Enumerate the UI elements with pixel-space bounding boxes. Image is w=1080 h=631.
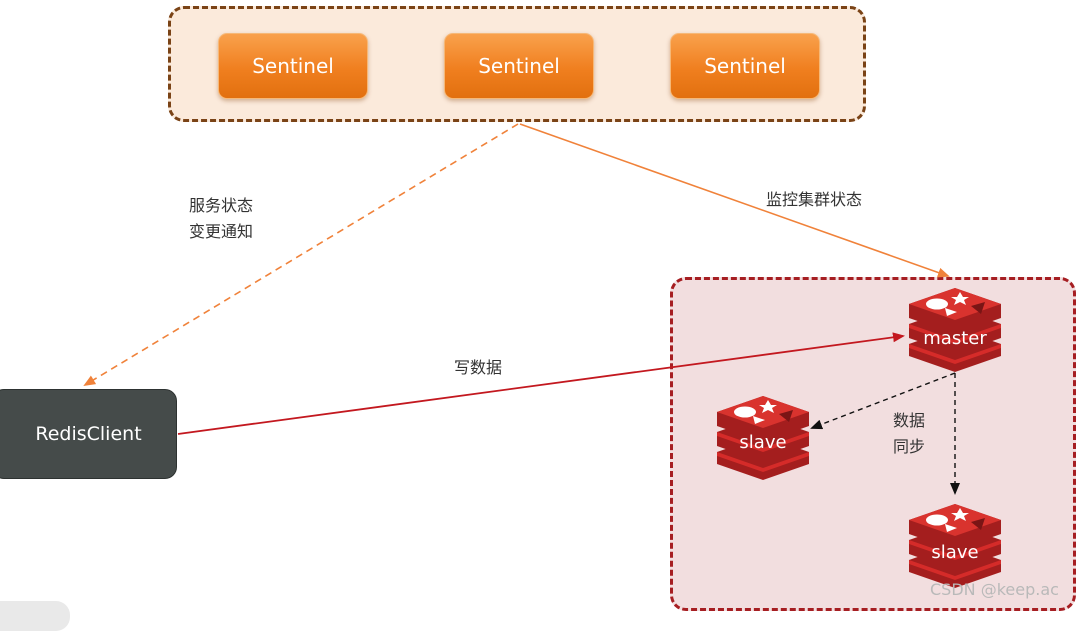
redis-slave-left-node[interactable]: slave	[713, 392, 813, 480]
redis-client-node[interactable]: RedisClient	[0, 389, 177, 479]
connector-layer	[83, 123, 960, 495]
sentinel-node-3[interactable]: Sentinel	[670, 33, 820, 99]
monitor-edge-label: 监控集群状态	[766, 190, 863, 209]
slave-bottom-label: slave	[931, 542, 979, 563]
redis-logo-icon	[717, 396, 809, 480]
watermark: CSDN @keep.ac	[930, 580, 1059, 599]
monitor-edge	[519, 123, 950, 278]
sentinel-node-2[interactable]: Sentinel	[444, 33, 594, 99]
master-label: master	[923, 328, 987, 349]
redis-client-label: RedisClient	[35, 423, 142, 445]
notify-edge-label: 服务状态 变更通知	[189, 196, 254, 241]
redis-slave-bottom-node[interactable]: slave	[905, 500, 1005, 588]
corner-tab	[0, 601, 70, 631]
redis-logo-icon	[909, 504, 1001, 588]
sync-edge-label: 数据 同步	[893, 411, 926, 456]
redis-master-node[interactable]: master	[905, 284, 1005, 372]
sentinel-cluster: Sentinel Sentinel Sentinel	[168, 6, 866, 122]
write-edge	[177, 332, 905, 435]
notify-edge	[83, 123, 519, 387]
write-edge-label: 写数据	[454, 358, 503, 377]
slave-left-label: slave	[739, 432, 787, 453]
sentinel-node-1[interactable]: Sentinel	[218, 33, 368, 99]
sync-edge-left	[810, 372, 956, 430]
redis-logo-icon	[909, 288, 1001, 372]
